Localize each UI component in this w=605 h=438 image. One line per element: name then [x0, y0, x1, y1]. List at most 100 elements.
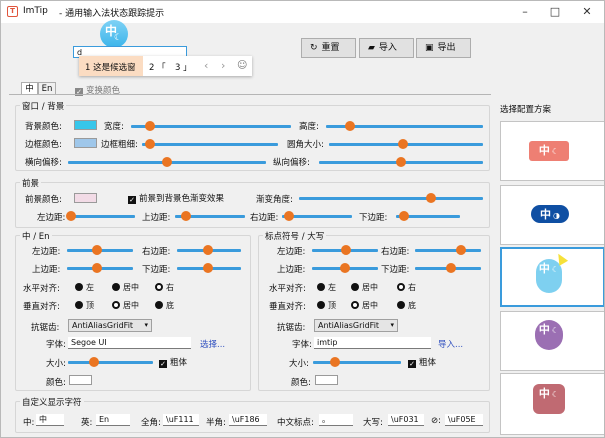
cn-size-slider[interactable] [68, 357, 153, 367]
en-char-input[interactable]: En [96, 414, 130, 426]
punct-valign-top[interactable]: 顶 [317, 300, 336, 311]
cn-valign-center[interactable]: 居中 [112, 300, 139, 311]
caps-label: 大写: [363, 418, 383, 428]
punct-valign-bottom[interactable]: 底 [397, 300, 416, 311]
fg-top-slider[interactable] [175, 211, 245, 221]
reset-button[interactable]: ↻重置 [301, 38, 356, 58]
radio-selected-icon [397, 283, 405, 291]
border-width-label: 边框粗细: [101, 140, 138, 150]
punct-valign-center[interactable]: 居中 [351, 300, 378, 311]
preset-mode-icon: ☾ [551, 390, 560, 399]
preset-item[interactable]: 中☾ [500, 247, 604, 307]
width-slider[interactable] [131, 121, 291, 131]
ime-indicator: 中 ☾ [100, 20, 128, 48]
border-width-slider[interactable] [142, 139, 278, 149]
offset-y-slider[interactable] [319, 157, 483, 167]
close-button[interactable]: ✕ [582, 5, 592, 18]
cn-halign-center[interactable]: 居中 [112, 282, 139, 293]
prev-page-icon[interactable]: ‹ [204, 59, 209, 72]
lock-char-input[interactable]: \uF05E [445, 414, 483, 426]
cn-valign-top[interactable]: 顶 [75, 300, 94, 311]
punct-bottom-slider[interactable] [415, 263, 481, 273]
cn-char-input[interactable]: 中 [36, 414, 64, 426]
cn-valign-bottom[interactable]: 底 [155, 300, 174, 311]
cn-color-swatch[interactable] [69, 375, 92, 385]
preset-item[interactable]: 中☾ [500, 311, 604, 371]
punct-color-swatch[interactable] [315, 375, 338, 385]
gradient-toggle[interactable]: ✓变换颜色 [75, 84, 120, 96]
cn-left-slider[interactable] [67, 245, 133, 255]
preset-item[interactable]: 中☾ [500, 121, 604, 181]
punct-aa-select[interactable]: AntiAliasGridFit ▾ [314, 319, 398, 332]
fg-left-slider[interactable] [65, 211, 135, 221]
minimize-button[interactable]: – [522, 5, 528, 18]
candidate-1[interactable]: 1 这是候选窗 [85, 63, 136, 73]
punct-aa-value: AntiAliasGridFit [318, 321, 380, 330]
preset-item[interactable]: 中☾ [500, 373, 604, 435]
height-slider[interactable] [326, 121, 483, 131]
fg-color-swatch[interactable] [74, 193, 97, 203]
punct-bold-checkbox[interactable]: ✓粗体 [408, 356, 436, 368]
bg-color-swatch[interactable] [74, 120, 97, 130]
preset-indicator: 中☾ [535, 320, 563, 350]
window-bg-group [15, 105, 490, 171]
cn-right-slider[interactable] [177, 245, 241, 255]
punct-size-slider[interactable] [313, 357, 401, 367]
fullwidth-input[interactable]: \uF111 [163, 414, 199, 426]
export-label: 导出 [437, 43, 456, 53]
gradient-toggle-label: 变换颜色 [86, 86, 121, 96]
cn-font-label: 字体: [46, 340, 66, 350]
radio-icon [75, 301, 83, 309]
punct-left-label: 左边距: [277, 247, 306, 257]
punct-top-slider[interactable] [312, 263, 378, 273]
cn-aa-select[interactable]: AntiAliasGridFit▾ [68, 319, 152, 332]
cn-bold-checkbox[interactable]: ✓粗体 [159, 356, 187, 368]
preset-mode-icon: ☾ [551, 147, 560, 156]
punct-import-link[interactable]: 导入... [438, 340, 464, 350]
en-char-label: 英: [81, 418, 93, 428]
cn-en-title: 中 / En [20, 230, 52, 242]
next-page-icon[interactable]: › [221, 59, 226, 72]
fullwidth-label: 全角: [141, 418, 161, 428]
cn-halign-right[interactable]: 右 [155, 282, 174, 293]
gradient-angle-slider[interactable] [299, 193, 483, 203]
cn-halign-left[interactable]: 左 [75, 282, 94, 293]
chevron-down-icon: ▾ [144, 321, 148, 329]
punct-left-slider[interactable] [312, 245, 378, 255]
fg-bottom-slider[interactable] [396, 211, 460, 221]
import-button[interactable]: ▰导入 [359, 38, 414, 58]
height-label: 高度: [299, 122, 319, 132]
emoji-icon[interactable]: ☺ [237, 60, 248, 71]
cn-bottom-slider[interactable] [177, 263, 241, 273]
cn-font-input[interactable]: Segoe UI [68, 337, 191, 349]
chevron-down-icon: ▾ [390, 321, 394, 329]
cn-punct-input[interactable]: 。 [319, 414, 353, 426]
export-button[interactable]: ▣导出 [416, 38, 471, 58]
tab-en[interactable]: En [38, 82, 56, 95]
corner-slider[interactable] [329, 139, 483, 149]
foreground-group [15, 182, 490, 228]
punct-halign-center[interactable]: 居中 [351, 282, 378, 293]
maximize-button[interactable]: □ [549, 5, 561, 18]
fg-top-label: 上边距: [142, 213, 171, 223]
cn-top-slider[interactable] [67, 263, 133, 273]
bold-check-icon: ✓ [408, 360, 416, 368]
candidate-2[interactable]: 2 「 [149, 63, 166, 73]
offset-x-slider[interactable] [68, 157, 266, 167]
preset-item[interactable]: 中◑ [500, 185, 604, 245]
halfwidth-input[interactable]: \uF186 [229, 414, 267, 426]
caps-input[interactable]: \uF031 [388, 414, 424, 426]
border-color-swatch[interactable] [74, 138, 97, 148]
punct-font-input[interactable]: imtip [314, 337, 431, 349]
candidate-3[interactable]: 3 」 [175, 63, 192, 73]
radio-icon [317, 301, 325, 309]
tab-cn[interactable]: 中 [21, 82, 38, 95]
fg-right-slider[interactable] [282, 211, 352, 221]
punct-halign-right[interactable]: 右 [397, 282, 416, 293]
punct-right-slider[interactable] [415, 245, 481, 255]
punct-halign-left[interactable]: 左 [317, 282, 336, 293]
lock-char-label: ⊘: [431, 416, 441, 426]
gradient-checkbox[interactable]: ✓前景到背景色渐变效果 [128, 192, 224, 204]
cn-font-choose-link[interactable]: 选择... [200, 340, 226, 350]
